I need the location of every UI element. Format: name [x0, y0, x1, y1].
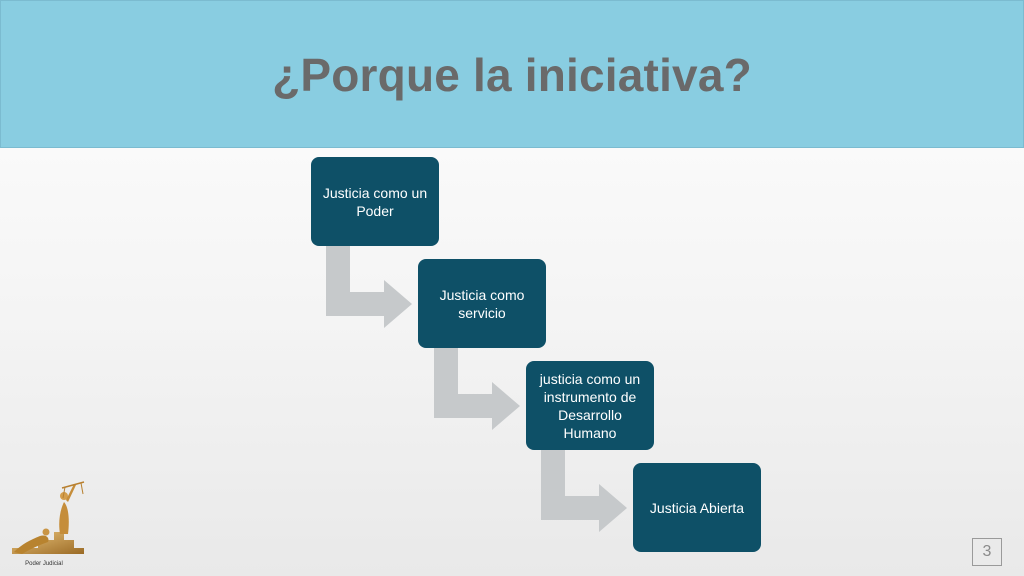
logo-caption: Poder Judicial: [25, 561, 63, 567]
step-box-3: justicia como un instrumento de Desarrol…: [526, 361, 654, 450]
step-label-1: Justicia como un Poder: [322, 184, 428, 219]
step-arrow-1: [326, 246, 412, 328]
step-label-4: Justicia Abierta: [649, 499, 745, 516]
title-banner: [0, 0, 1024, 148]
step-box-4: Justicia Abierta: [633, 463, 761, 552]
step-arrow-3: [541, 450, 627, 532]
page-number: 3: [972, 538, 1002, 566]
step-label-3: justicia como un instrumento de Desarrol…: [539, 370, 641, 441]
step-label-2: Justicia como servicio: [439, 286, 525, 321]
poder-judicial-logo-icon: [12, 481, 85, 554]
step-box-1: Justicia como un Poder: [311, 157, 439, 246]
step-box-2: Justicia como servicio: [418, 259, 546, 348]
slide-title: ¿Porque la iniciativa?: [272, 49, 752, 101]
step-arrow-2: [434, 348, 520, 430]
